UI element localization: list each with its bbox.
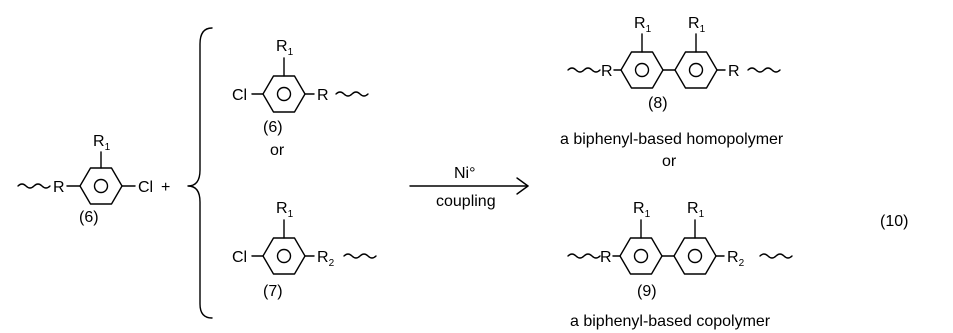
polymer-chain-wave xyxy=(759,253,793,259)
r-left-substituent: R xyxy=(601,63,613,80)
r1-substituent: R1 xyxy=(276,38,294,58)
product-description: a biphenyl-based homopolymer xyxy=(560,131,784,148)
compound-number: (9) xyxy=(637,283,657,300)
polymer-chain-wave xyxy=(343,253,377,259)
polymer-chain-wave xyxy=(335,91,369,97)
option-a: Cl R1 R (6) xyxy=(232,38,369,136)
compound-number: (8) xyxy=(648,95,668,112)
reaction-arrow: Ni° coupling xyxy=(409,165,529,210)
option-brace xyxy=(187,27,213,319)
r-right-substituent: R xyxy=(728,63,740,80)
polymer-chain-wave xyxy=(567,253,601,259)
reagent-label: Ni° xyxy=(454,165,476,182)
product-homopolymer: R R1 R1 R (8) a biphenyl-based homopolym… xyxy=(560,15,784,148)
plus-sign: + xyxy=(161,179,170,196)
r2-substituent: R2 xyxy=(727,249,745,269)
r1-substituent-left: R1 xyxy=(633,200,651,220)
chloro-substituent: Cl xyxy=(232,249,247,266)
compound-number: (7) xyxy=(263,283,283,300)
benzene-ring xyxy=(79,167,123,205)
option-separator: or xyxy=(270,142,285,159)
product-separator: or xyxy=(662,153,677,170)
option-b: Cl R1 R2 (7) xyxy=(232,200,377,300)
chloro-substituent: Cl xyxy=(138,179,153,196)
benzene-ring xyxy=(262,75,306,113)
equation-number: (10) xyxy=(880,213,908,230)
benzene-ring-right xyxy=(674,51,718,89)
condition-label: coupling xyxy=(436,193,496,210)
r1-substituent: R1 xyxy=(276,200,294,220)
r-substituent: R xyxy=(317,87,329,104)
polymer-chain-wave xyxy=(747,67,781,73)
polymer-chain-wave xyxy=(567,67,601,73)
r-substituent: R xyxy=(53,179,65,196)
r1-substituent-left: R1 xyxy=(634,15,652,35)
compound-number: (6) xyxy=(79,209,99,226)
r1-substituent-right: R1 xyxy=(687,200,705,220)
compound-number: (6) xyxy=(263,119,283,136)
r2-substituent: R2 xyxy=(317,249,335,269)
product-description: a biphenyl-based copolymer xyxy=(570,313,771,330)
benzene-ring-left xyxy=(619,237,663,275)
benzene-ring-right xyxy=(673,237,717,275)
product-copolymer: R R1 R1 R2 (9) a biphenyl-based copolyme… xyxy=(567,200,793,330)
r1-substituent: R1 xyxy=(93,133,111,153)
reactant-left: R R1 Cl + (6) xyxy=(17,133,170,226)
polymer-chain-wave xyxy=(17,183,51,189)
benzene-ring xyxy=(262,237,306,275)
r-left-substituent: R xyxy=(600,249,612,266)
benzene-ring-left xyxy=(620,51,664,89)
r1-substituent-right: R1 xyxy=(688,15,706,35)
chloro-substituent: Cl xyxy=(232,87,247,104)
